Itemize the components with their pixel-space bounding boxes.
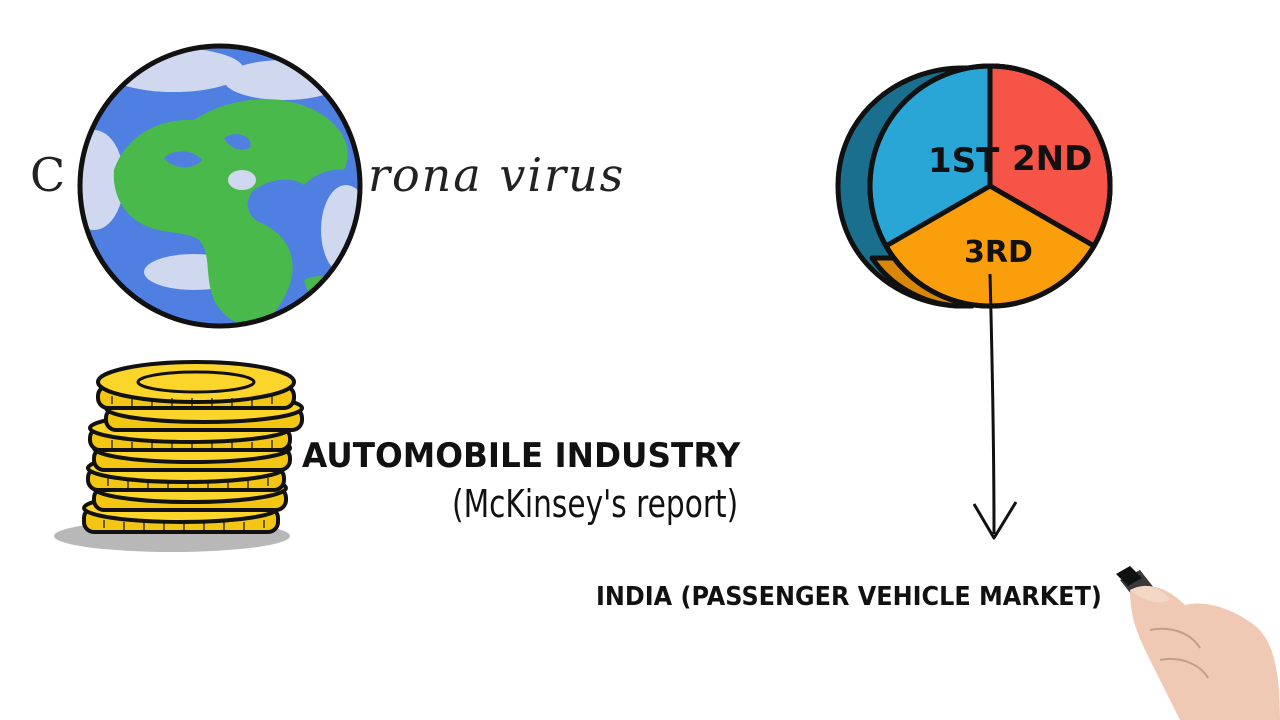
pie-label-2nd: 2ND bbox=[1012, 139, 1092, 179]
industry-source: (McKinsey's report) bbox=[452, 482, 739, 526]
pie-label-3rd: 3RD bbox=[964, 235, 1033, 270]
industry-title: AUTOMOBILE INDUSTRY bbox=[302, 436, 741, 476]
market-label: INDIA (PASSENGER VEHICLE MARKET) bbox=[596, 582, 1102, 612]
coin-stack-icon bbox=[54, 360, 304, 552]
pie-label-1st: 1ST bbox=[928, 141, 1000, 181]
headline-first-letter: C bbox=[30, 148, 66, 202]
ranking-pie-icon: 1ST 2ND 3RD bbox=[835, 63, 1113, 309]
hand-with-marker-icon bbox=[1116, 566, 1280, 720]
headline-text: rona virus bbox=[368, 148, 626, 202]
globe-icon bbox=[77, 43, 363, 329]
arrow-down-icon bbox=[972, 273, 1018, 540]
